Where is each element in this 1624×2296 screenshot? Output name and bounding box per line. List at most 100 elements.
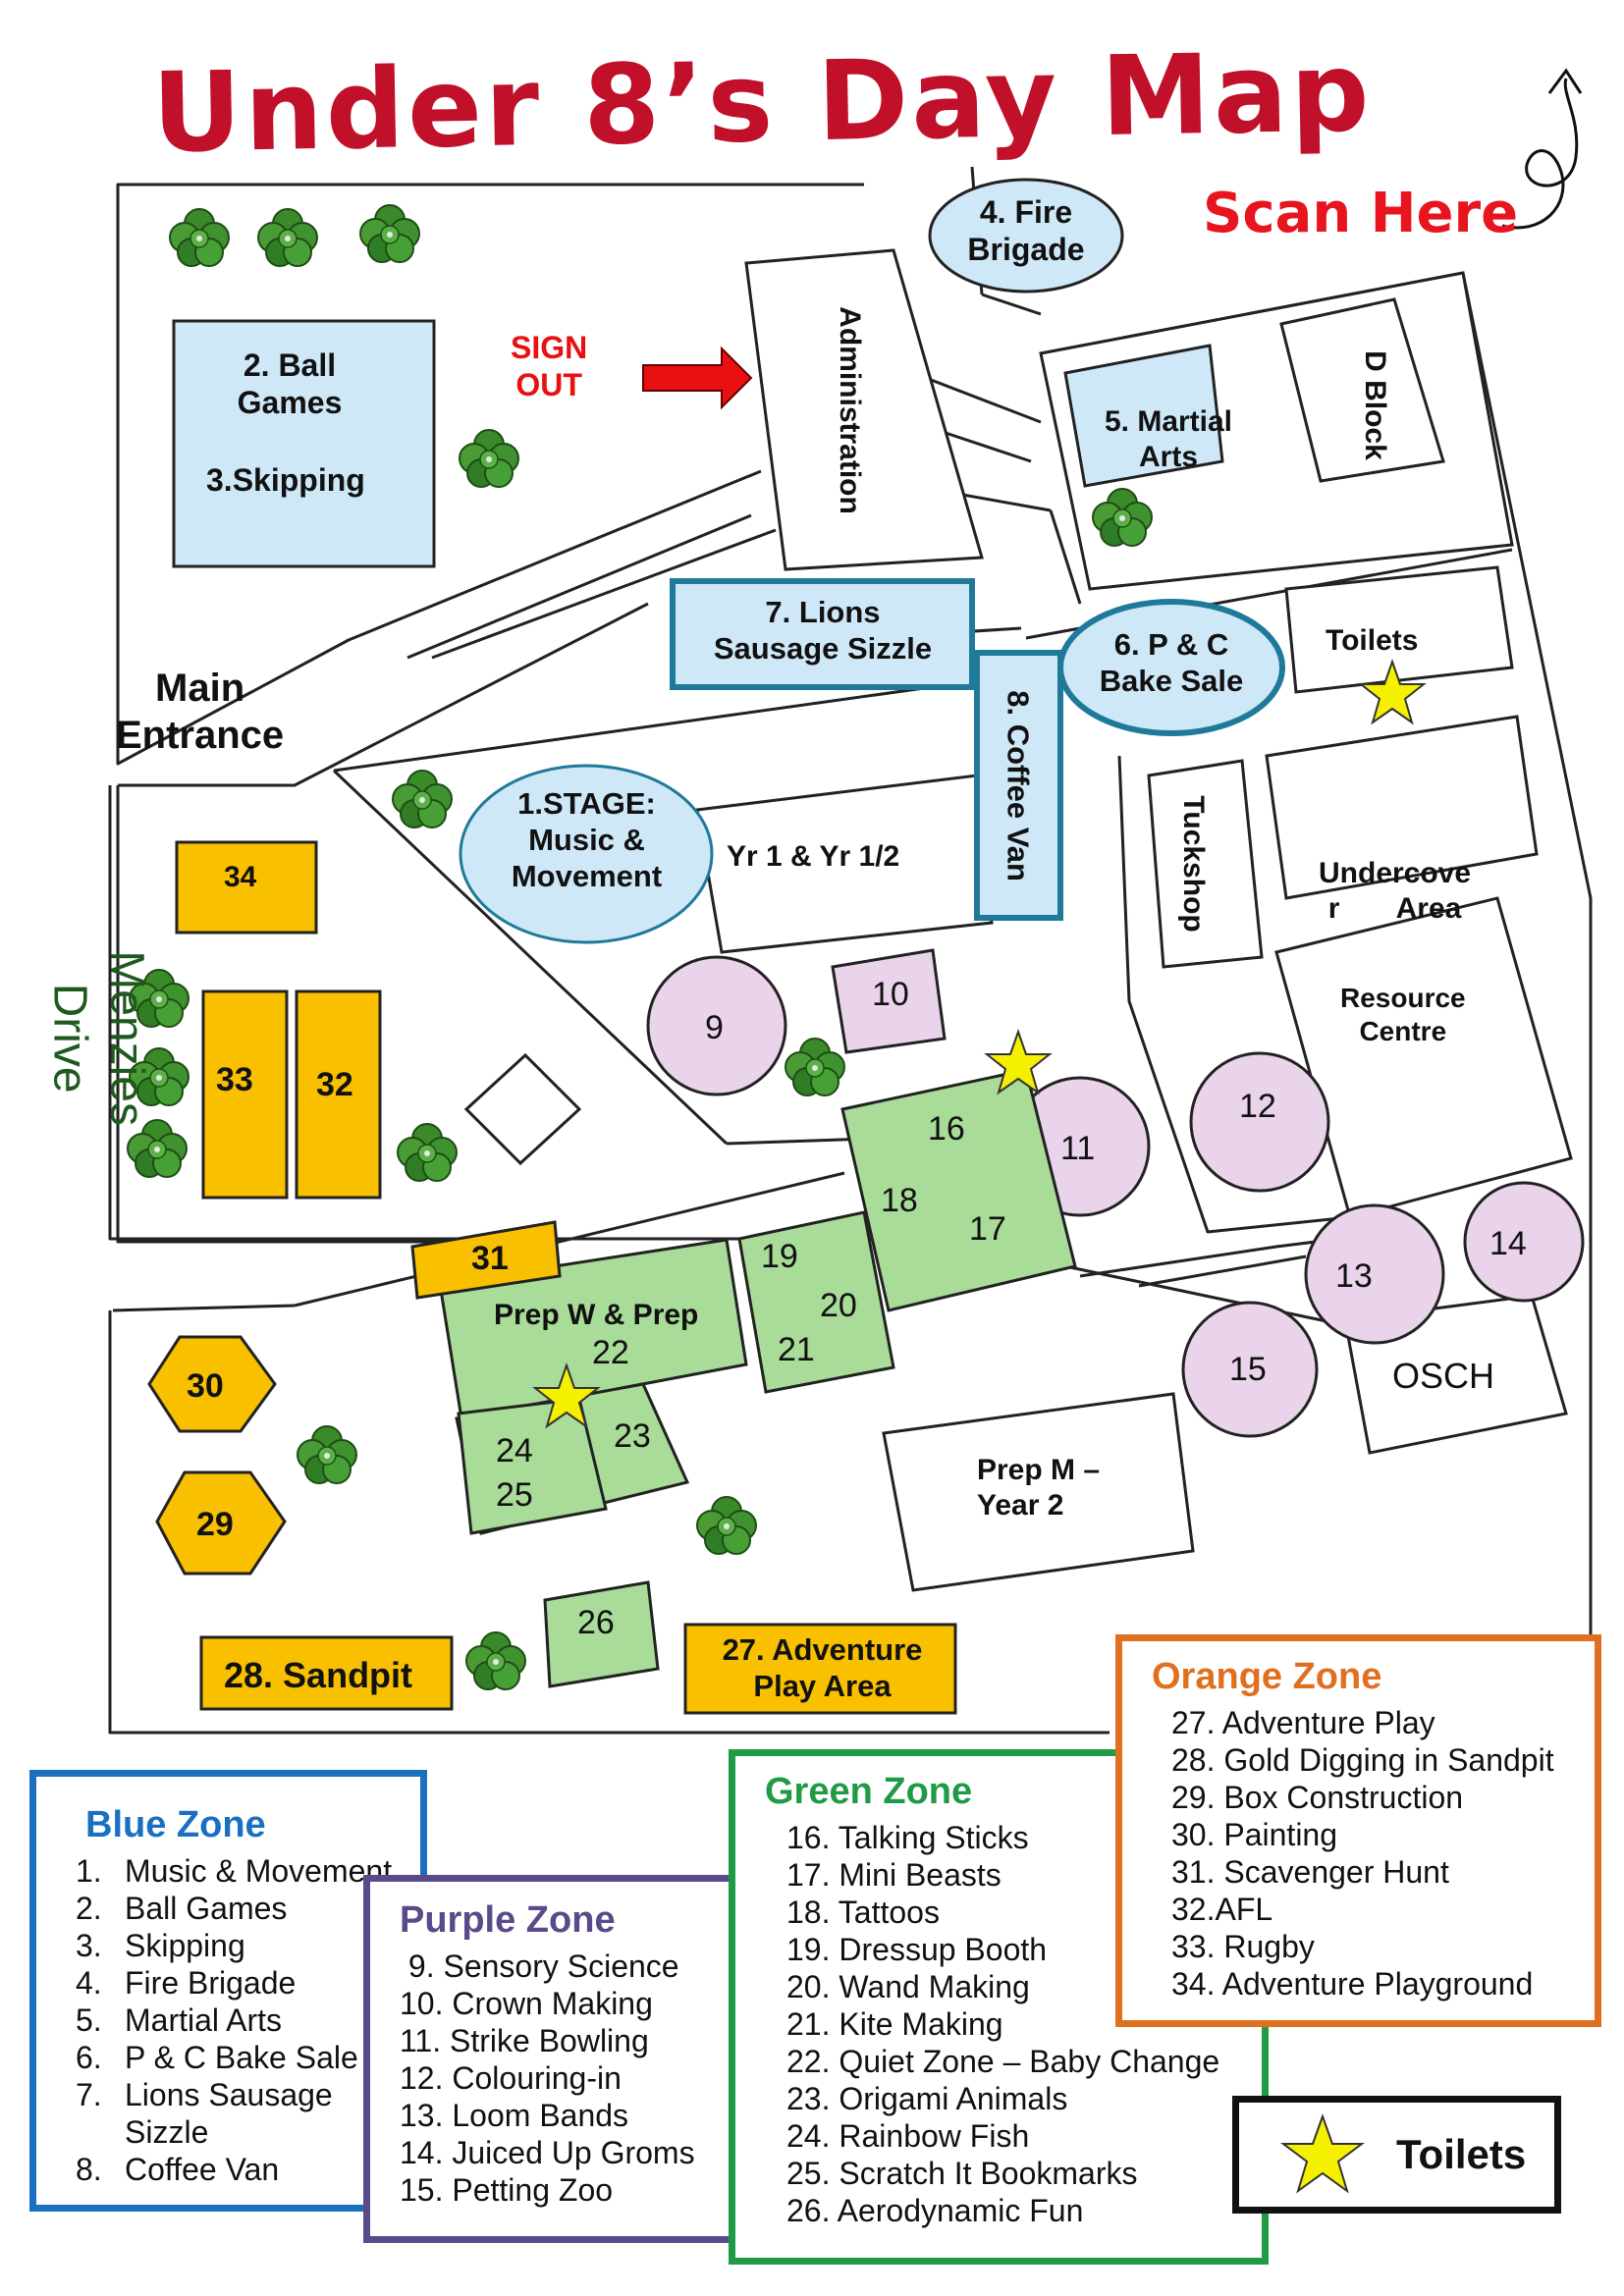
paths-and-outlines [108, 166, 1593, 1735]
toilets-legend-label: Toilets [1396, 2131, 1527, 2177]
prep-w-label: Prep W & Prep [494, 1299, 699, 1331]
page-title: Under 8’s Day Map [150, 28, 1374, 178]
spot-13: 13 [1335, 1257, 1373, 1295]
list-item: 34. Adventure Playground [1171, 1966, 1534, 2002]
tuckshop-building [1147, 759, 1264, 969]
list-item-number: 1. [76, 1853, 102, 1889]
list-item-text: Ball Games [125, 1891, 288, 1926]
scan-arrow-icon [1501, 68, 1583, 230]
list-item: 30. Painting [1171, 1817, 1338, 1852]
list-item: 10. Crown Making [400, 1986, 653, 2021]
sandpit-spot: 28. Sandpit [224, 1655, 413, 1695]
spot-9: 9 [705, 1009, 724, 1046]
spot-16: 16 [928, 1110, 965, 1148]
list-item: 16. Talking Sticks [786, 1820, 1029, 1855]
list-item: 27. Adventure Play [1171, 1705, 1435, 1740]
list-item: 7. Lions Sausage [76, 2076, 420, 2113]
spot-21: 21 [778, 1331, 815, 1368]
list-item: 4. Fire Brigade [76, 1964, 420, 2002]
yr1-label: Yr 1 & Yr 1/2 [727, 840, 900, 873]
blue-zone-title: Blue Zone [85, 1804, 266, 1845]
list-item-number: 4. [76, 1965, 102, 2001]
spot-11: 11 [1060, 1130, 1096, 1167]
list-item: 1. Music & Movement [76, 1852, 420, 1890]
list-item: 25. Scratch It Bookmarks [786, 2156, 1138, 2191]
list-item-number [76, 2113, 125, 2151]
toilet-star-icon [1280, 2113, 1365, 2194]
spot-17: 17 [969, 1210, 1006, 1248]
spot-10: 10 [872, 976, 909, 1013]
orange-zone-title: Orange Zone [1152, 1656, 1382, 1697]
scan-here-label: Scan Here [1203, 182, 1519, 245]
spot-15: 15 [1229, 1351, 1267, 1388]
spot-33: 33 [216, 1061, 253, 1098]
spot-34: 34 [224, 861, 257, 893]
yr1-building [695, 774, 994, 954]
skipping-spot: 3.Skipping [206, 462, 365, 498]
list-item: 3.Skipping [76, 1927, 420, 1964]
list-item-number: 6. [76, 2040, 102, 2075]
spot-25: 25 [496, 1476, 533, 1514]
list-item-text: P & C Bake Sale [125, 2040, 358, 2075]
administration-building [744, 248, 984, 571]
list-item: 12. Colouring-in [400, 2060, 622, 2096]
list-item: 32.AFL [1171, 1892, 1273, 1927]
prep-m-label: Prep M –Year 2 [977, 1454, 1101, 1522]
list-item-number: 5. [76, 2002, 102, 2038]
list-item: 13. Loom Bands [400, 2098, 629, 2133]
list-item: 26. Aerodynamic Fun [786, 2193, 1084, 2228]
spot-32: 32 [316, 1066, 353, 1103]
list-item: Sizzle [76, 2113, 420, 2151]
spot-24: 24 [496, 1432, 533, 1469]
list-item-text: Lions Sausage [125, 2077, 333, 2112]
list-item: 9. Sensory Science [400, 1949, 679, 1984]
list-item: 33. Rugby [1171, 1929, 1315, 1964]
list-item: 19. Dressup Booth [786, 1932, 1048, 1967]
toilets-legend: Toilets [1232, 2096, 1561, 2214]
ball-games-spot: 2. Ball Games [237, 347, 343, 421]
list-item: 17. Mini Beasts [786, 1857, 1001, 1893]
spot-12: 12 [1239, 1088, 1276, 1125]
list-item-text: Martial Arts [125, 2002, 283, 2038]
spot-14: 14 [1489, 1225, 1527, 1262]
list-item-number: 7. [76, 2077, 102, 2112]
list-item: 15. Petting Zoo [400, 2172, 614, 2208]
list-item: 2. Ball Games [76, 1890, 420, 1927]
tuckshop-label: Tuckshop [1177, 795, 1210, 933]
list-item-number: 2. [76, 1891, 102, 1926]
prep-m-building [882, 1392, 1195, 1592]
list-item: 8. Coffee Van [76, 2151, 420, 2188]
administration-label: Administration [834, 306, 866, 514]
spot-30: 30 [187, 1367, 224, 1405]
list-item-number: 8. [76, 2152, 102, 2187]
purple-spots [646, 948, 1585, 1438]
list-item-text: Coffee Van [125, 2152, 280, 2187]
list-item: 5. Martial Arts [76, 2002, 420, 2039]
list-item-text: Skipping [125, 1928, 245, 1963]
blue-zone-legend: Blue Zone 1. Music & Movement 2. Ball Games… [29, 1770, 427, 2212]
list-item-text: Music & Movement [125, 1853, 393, 1889]
spot-26: 26 [577, 1604, 615, 1641]
toilets-building-label: Toilets [1326, 624, 1419, 657]
undercover-area [1265, 715, 1539, 900]
orange-spots [147, 840, 957, 1715]
list-item: 11. Strike Bowling [400, 2023, 649, 2058]
list-item-text: Fire Brigade [125, 1965, 297, 2001]
buildings [463, 248, 1573, 1592]
list-item: 20. Wand Making [786, 1969, 1030, 2004]
list-item: 21. Kite Making [786, 2006, 1003, 2042]
coffee-van-spot: 8. Coffee Van [1001, 690, 1036, 881]
green-zone-title: Green Zone [765, 1771, 973, 1812]
